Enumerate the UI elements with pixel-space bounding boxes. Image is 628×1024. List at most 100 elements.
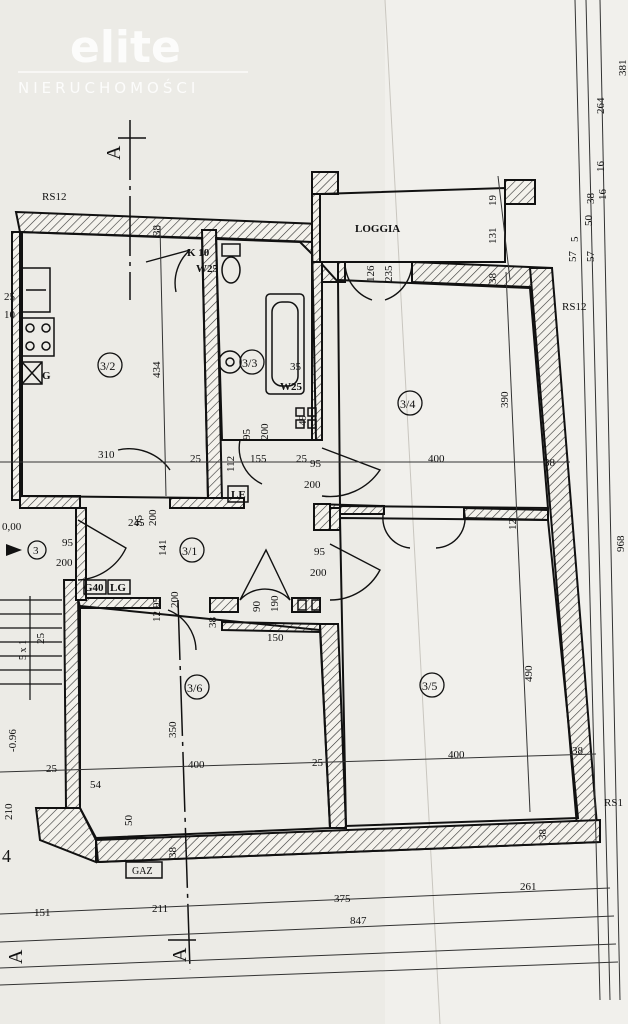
boiler bbox=[21, 361, 43, 385]
dimension-label: 151 bbox=[34, 907, 51, 919]
dimension-label: 38 bbox=[487, 273, 499, 285]
dimension-label: 95 bbox=[133, 515, 145, 527]
dimension-label: 261 bbox=[520, 881, 537, 893]
dimension-label: 200 bbox=[304, 479, 321, 491]
dimension-label: 38 bbox=[207, 617, 219, 629]
sink bbox=[218, 350, 242, 374]
dimension-label: 16 bbox=[597, 189, 609, 201]
dimension-label: 381 bbox=[617, 60, 628, 77]
stair-arrow bbox=[6, 544, 22, 556]
dimension-label: 200 bbox=[56, 557, 73, 569]
dimension-label: 210 bbox=[3, 803, 15, 820]
brand-tagline: NIERUCHOMOŚCI bbox=[18, 78, 199, 97]
room-circles bbox=[97, 349, 445, 700]
dimension-label: 968 bbox=[615, 535, 627, 552]
brand-logo: elite bbox=[70, 22, 181, 73]
dimension-labels: 310 400 400 400 150 434 390 490 350 968 … bbox=[3, 60, 628, 928]
dimension-label: 16 bbox=[595, 161, 607, 173]
stove bbox=[21, 317, 55, 357]
dimension-label: 38 bbox=[544, 457, 556, 469]
fold-line bbox=[384, 0, 441, 1024]
dimension-label: 50 bbox=[123, 815, 135, 827]
dimension-label: 350 bbox=[167, 721, 179, 738]
dimension-label: 25 bbox=[312, 757, 324, 769]
lg-label: LG bbox=[110, 582, 126, 594]
room-label: LOGGIA bbox=[355, 223, 400, 235]
dimension-label: 155 bbox=[250, 453, 267, 465]
rs12-label: RS12 bbox=[42, 191, 66, 203]
dimension-label: 200 bbox=[259, 423, 271, 440]
section-mark: A bbox=[103, 145, 125, 160]
dimension-label: 310 bbox=[98, 449, 115, 461]
toilet bbox=[221, 243, 241, 257]
room-labels: 3/2 3/3 3/4 3/1 3/5 3/6 LOGGIA bbox=[100, 223, 437, 695]
stairs-count: 5 x 1 bbox=[18, 640, 29, 660]
dimension-label: 25 bbox=[190, 453, 202, 465]
dimension-label: 400 bbox=[448, 749, 465, 761]
dimension-label: 90 bbox=[251, 601, 263, 613]
dimension-label: 400 bbox=[188, 759, 205, 771]
room-label: 3/3 bbox=[242, 356, 257, 370]
dimension-label: 141 bbox=[157, 540, 169, 557]
walls bbox=[11, 171, 601, 864]
stair-number: 4 bbox=[2, 846, 11, 866]
dimension-label: 54 bbox=[90, 779, 102, 791]
stair-number: 3 bbox=[33, 545, 39, 557]
dimension-label: 49 bbox=[297, 415, 309, 427]
section-mark: A bbox=[5, 949, 27, 964]
dimension-label: 390 bbox=[499, 391, 511, 408]
level-mark: -0.96 bbox=[7, 729, 19, 752]
dimension-label: 235 bbox=[383, 265, 395, 282]
rs1-label: RS1 bbox=[604, 797, 623, 809]
le-label: LE bbox=[231, 489, 246, 501]
dimension-label: 10 bbox=[4, 309, 16, 321]
dimension-label: 25 bbox=[35, 633, 47, 645]
w25-label: W25 bbox=[196, 263, 219, 275]
g40-label: G40 bbox=[84, 582, 104, 594]
dimension-label: 35 bbox=[290, 361, 302, 373]
section-marks: A A A bbox=[5, 145, 191, 964]
dimension-label: 38 bbox=[537, 829, 549, 841]
dimension-label: 38 bbox=[585, 193, 597, 205]
dimension-label: 200 bbox=[169, 591, 181, 608]
dimension-label: 150 bbox=[267, 632, 284, 644]
dimension-label: 5 bbox=[569, 236, 581, 242]
room-label: 3/2 bbox=[100, 359, 115, 373]
dimension-label: 38 bbox=[572, 745, 584, 757]
dimension-label: 38 bbox=[167, 847, 179, 859]
staircase bbox=[0, 596, 62, 700]
dimension-label: 57 bbox=[585, 251, 597, 263]
dimension-label: 25 bbox=[4, 291, 16, 303]
dimension-lines bbox=[0, 0, 621, 1001]
dimension-label: 57 bbox=[567, 251, 579, 263]
room-label: 3/1 bbox=[182, 544, 197, 558]
dimension-label: 490 bbox=[523, 665, 535, 682]
dimension-label: 25 bbox=[296, 453, 308, 465]
dimension-label: 19 bbox=[487, 195, 499, 207]
k10-label: K 10 bbox=[187, 247, 210, 259]
dimension-label: 375 bbox=[334, 893, 351, 905]
dimension-label: 95 bbox=[314, 546, 326, 558]
dimension-label: 50 bbox=[583, 215, 595, 227]
dimension-label: 264 bbox=[595, 97, 607, 114]
dimension-label: 95 bbox=[310, 458, 322, 470]
dimension-label: 200 bbox=[310, 567, 327, 579]
dimension-label: 245 bbox=[128, 517, 145, 529]
dimension-label: 131 bbox=[487, 228, 499, 245]
section-line bbox=[118, 120, 196, 971]
g-label: G bbox=[42, 370, 51, 382]
door-swings bbox=[77, 249, 466, 651]
section-mark: A bbox=[169, 947, 191, 962]
dimension-label: 190 bbox=[269, 595, 281, 612]
dimension-label: 847 bbox=[350, 915, 367, 927]
room-label: 3/5 bbox=[422, 679, 437, 693]
fixtures bbox=[21, 243, 321, 879]
level-mark: 0,00 bbox=[2, 521, 22, 533]
room-label: 3/6 bbox=[187, 681, 202, 695]
stair-circle bbox=[27, 540, 47, 560]
dimension-label: 211 bbox=[152, 903, 168, 915]
equipment-labels: RS12 RS12 RS1 K 10 W25 W25 LE G40 LG GAZ… bbox=[2, 191, 623, 877]
dimension-label: 25 bbox=[46, 763, 58, 775]
room-label: 3/4 bbox=[400, 397, 415, 411]
